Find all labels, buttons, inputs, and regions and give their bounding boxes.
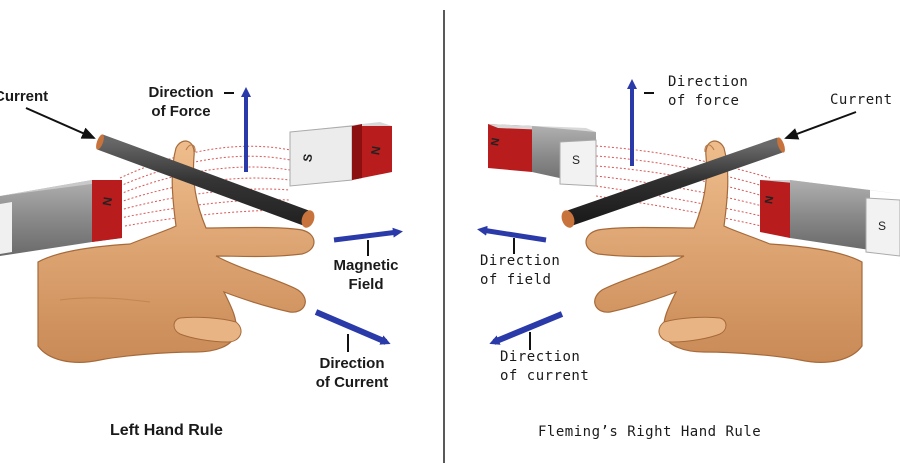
right-label-direction-current-line1: Direction xyxy=(500,349,581,365)
left-hand xyxy=(37,140,315,363)
left-magnet-back-s: S xyxy=(300,153,315,163)
left-label-direction-of-current: Direction of Current xyxy=(304,354,400,392)
right-magnet-back: N S xyxy=(488,124,597,187)
right-magnet-front: N S xyxy=(760,180,900,257)
right-label-field-line1: Direction xyxy=(480,253,561,269)
right-magnet-back-s: S xyxy=(572,153,580,167)
left-label-force-line2: of Force xyxy=(151,103,211,120)
left-label-field-line1: Magnetic xyxy=(333,257,399,274)
right-caption: Fleming’s Right Hand Rule xyxy=(538,424,762,440)
left-magnet-back-n: N xyxy=(368,145,383,156)
right-field-arrow xyxy=(477,225,547,243)
left-magnet-front: N xyxy=(0,180,122,256)
left-label-force-line1: Direction xyxy=(148,84,214,101)
right-current-rod xyxy=(561,137,785,228)
right-magnet-front-s: S xyxy=(878,219,886,233)
right-label-direction-of-field: Direction of field xyxy=(480,252,560,290)
left-label-field-line2: Field xyxy=(348,276,384,293)
left-magnet-front-n: N xyxy=(100,196,115,207)
right-label-direction-current-line2: of current xyxy=(500,368,590,384)
right-label-current: Current xyxy=(830,92,893,108)
left-label-magnetic-field: Magnetic Field xyxy=(326,256,406,294)
left-field-arrow xyxy=(333,227,403,243)
left-label-current: Current xyxy=(0,88,49,105)
left-hand-rule-panel: S N N xyxy=(0,87,403,363)
left-label-direction-current-line1: Direction xyxy=(319,355,385,372)
right-label-direction-of-current: Direction of current xyxy=(500,348,589,386)
right-hand-rule-panel: N S N S xyxy=(477,79,900,363)
left-caption: Left Hand Rule xyxy=(110,422,223,439)
right-label-field-line2: of field xyxy=(480,272,552,288)
right-current-direction-arrow xyxy=(489,311,564,345)
left-label-direction-current-line2: of Current xyxy=(315,374,389,391)
right-label-direction-of-force: Direction of force xyxy=(668,73,748,111)
right-label-force-line1: Direction xyxy=(668,74,749,90)
right-current-pointer xyxy=(784,111,857,140)
right-hand xyxy=(585,140,863,363)
left-current-rod xyxy=(96,134,315,228)
right-label-force-line2: of force xyxy=(668,93,740,109)
left-magnet-back: S N xyxy=(289,122,392,187)
left-label-direction-of-force: Direction of Force xyxy=(140,83,222,121)
right-magnet-back-n: N xyxy=(489,137,502,147)
left-current-direction-arrow xyxy=(314,309,391,345)
right-magnet-front-n: N xyxy=(763,195,776,205)
left-current-pointer xyxy=(25,107,96,139)
